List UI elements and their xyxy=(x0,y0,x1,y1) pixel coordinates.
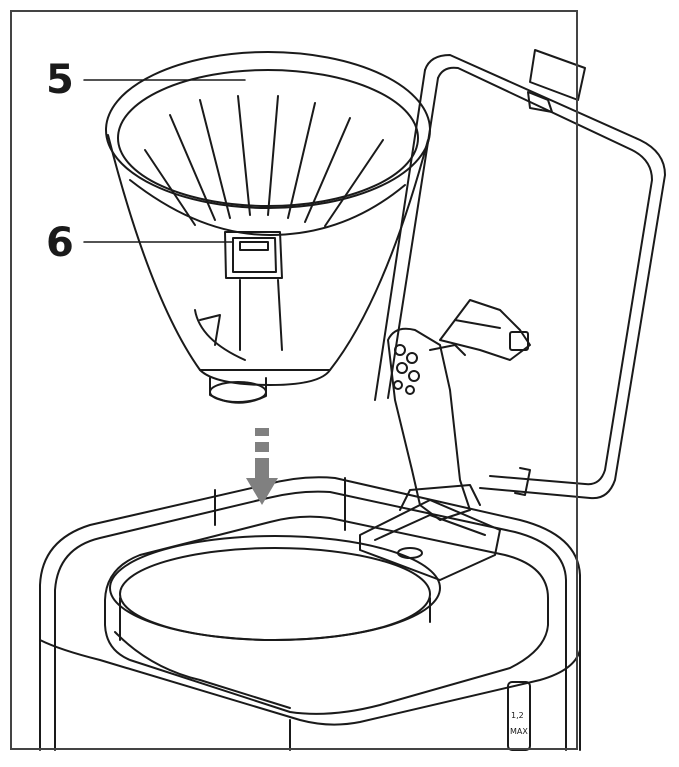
insert-direction-arrow xyxy=(246,428,278,505)
machine-body xyxy=(39,476,581,751)
callout-5: 5 xyxy=(46,57,74,103)
callout-leaders xyxy=(83,79,246,243)
hinge-assembly xyxy=(359,484,501,581)
callout-6: 6 xyxy=(46,220,74,266)
water-mark-max: MAX xyxy=(510,727,528,736)
shower-arm xyxy=(387,299,531,521)
lid xyxy=(374,49,666,500)
water-level-window: 1,2 MAX xyxy=(510,711,528,736)
filter-holder xyxy=(105,51,431,404)
water-mark-1: 1,2 xyxy=(511,711,524,720)
